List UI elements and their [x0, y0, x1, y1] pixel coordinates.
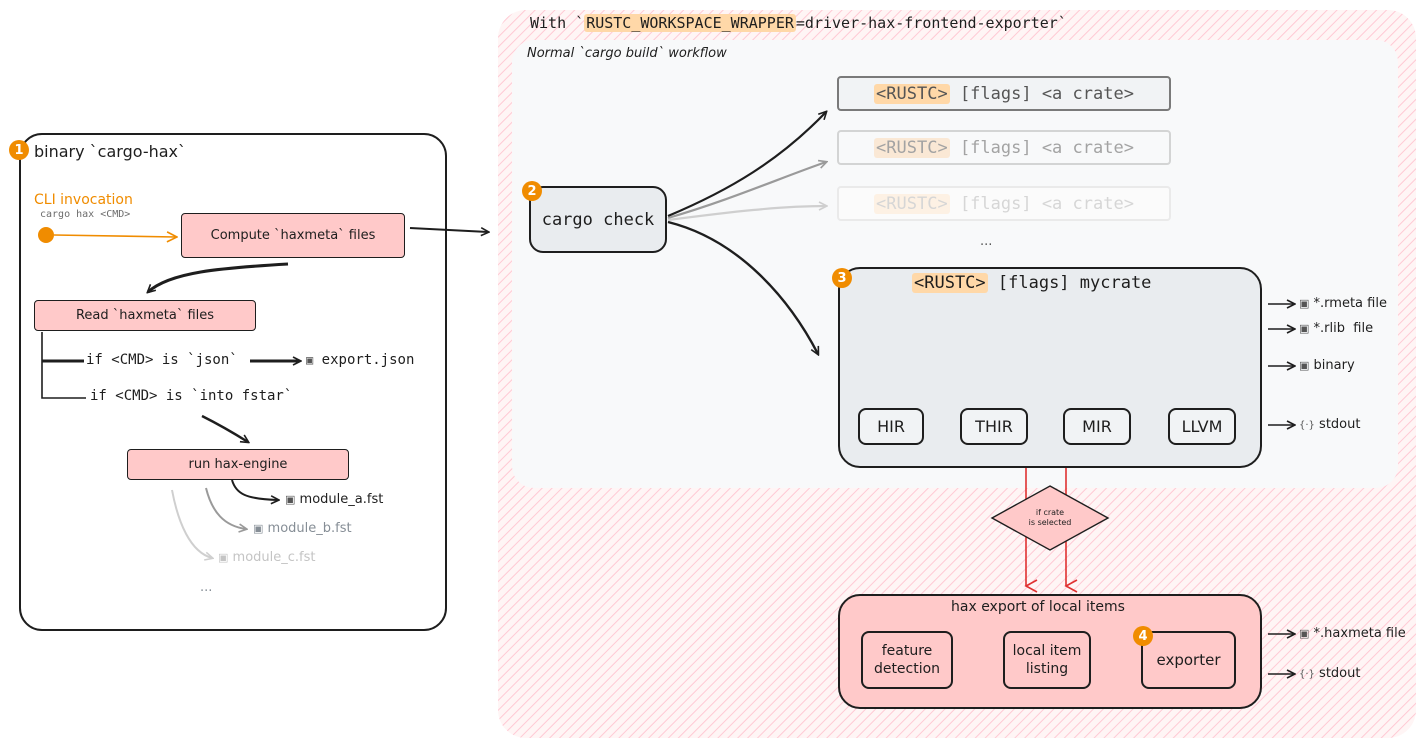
badge-4: 4	[1133, 626, 1153, 646]
badge-3: 3	[832, 268, 852, 288]
floppy-disk-icon: ▣	[253, 522, 264, 535]
wrapper-title: With `RUSTC_WORKSPACE_WRAPPER=driver-hax…	[530, 14, 1067, 32]
local-item-listing-line-1: local item	[1012, 643, 1082, 659]
if-json-label: if <CMD> is `json`	[86, 352, 238, 368]
module-a-label: module_a.fst	[299, 492, 384, 507]
normal-workflow-label: Normal `cargo build` workflow	[527, 46, 727, 61]
exporter-box: exporter	[1141, 631, 1236, 689]
cargo-hax-box	[19, 133, 447, 631]
cli-command: cargo hax <CMD>	[40, 209, 131, 220]
output-haxmeta-label: *.haxmeta file	[1313, 626, 1406, 641]
mycrate-rustc-token: <RUSTC>	[912, 273, 988, 293]
feature-detection-box: feature detection	[861, 631, 953, 689]
stage-hir: HIR	[858, 408, 924, 445]
module-a-output: ▣ module_a.fst	[285, 492, 383, 507]
output-rlib: ▣ *.rlib file	[1299, 321, 1373, 336]
wrapper-title-var: RUSTC_WORKSPACE_WRAPPER	[584, 14, 796, 32]
rustc-args-2: [flags] <a crate>	[949, 137, 1134, 158]
floppy-disk-icon: ▣	[218, 551, 229, 564]
rustc-call-3: <RUSTC> [flags] <a crate>	[837, 186, 1171, 221]
mycrate-args: [flags] mycrate	[987, 273, 1152, 293]
floppy-disk-icon: ▣	[1299, 322, 1310, 335]
rustc-token-2: <RUSTC>	[874, 137, 950, 158]
feature-detection-line-1: feature	[881, 643, 933, 659]
rustc-token-3: <RUSTC>	[874, 193, 950, 214]
output-rmeta: ▣ *.rmeta file	[1299, 296, 1387, 311]
output-haxmeta: ▣ *.haxmeta file	[1299, 626, 1406, 641]
stage-mir: MIR	[1063, 408, 1131, 445]
rustc-args-3: [flags] <a crate>	[949, 193, 1134, 214]
condition-diamond	[990, 485, 1110, 551]
local-item-listing-box: local item listing	[1003, 631, 1091, 689]
module-b-output: ▣ module_b.fst	[253, 521, 352, 536]
floppy-disk-icon: ▣	[1299, 297, 1310, 310]
output-binary-label: binary	[1313, 358, 1355, 373]
condition-line-1: if crate	[1035, 508, 1065, 517]
output-rmeta-label: *.rmeta file	[1313, 296, 1387, 311]
braces-icon: {·}	[1299, 420, 1315, 431]
wrapper-title-suffix: =driver-hax-frontend-exporter`	[795, 14, 1067, 32]
output-export-stdout-label: stdout	[1319, 666, 1361, 681]
modules-ellipsis: ...	[200, 580, 213, 595]
output-export-stdout: {·} stdout	[1299, 666, 1360, 681]
module-b-label: module_b.fst	[267, 521, 352, 536]
read-haxmeta-box: Read `haxmeta` files	[34, 300, 256, 331]
badge-2: 2	[522, 181, 542, 201]
rustc-call-2: <RUSTC> [flags] <a crate>	[837, 130, 1171, 165]
hax-export-title: hax export of local items	[951, 599, 1125, 615]
feature-detection-line-2: detection	[873, 661, 941, 677]
mycrate-title: <RUSTC> [flags] mycrate	[912, 273, 1151, 293]
output-stdout-label: stdout	[1319, 417, 1361, 432]
floppy-disk-icon: ▣	[1299, 627, 1310, 640]
module-c-output: ▣ module_c.fst	[218, 550, 316, 565]
badge-1: 1	[9, 140, 29, 160]
rustc-args-1: [flags] <a crate>	[949, 83, 1134, 104]
if-fstar-label: if <CMD> is `into fstar`	[90, 388, 293, 404]
local-item-listing-line-2: listing	[1025, 661, 1069, 677]
rustc-calls-ellipsis: ...	[980, 234, 993, 249]
braces-icon: {·}	[1299, 669, 1315, 680]
output-stdout: {·} stdout	[1299, 417, 1360, 432]
condition-line-2: is selected	[1028, 518, 1072, 527]
rustc-token-1: <RUSTC>	[874, 83, 950, 104]
cargo-check-box: cargo check	[529, 186, 667, 253]
floppy-disk-icon: ▣	[306, 353, 314, 367]
compute-haxmeta-box: Compute `haxmeta` files	[181, 213, 405, 258]
run-hax-engine-box: run hax-engine	[127, 449, 349, 480]
output-binary: ▣ binary	[1299, 358, 1355, 373]
cargo-hax-title: binary `cargo-hax`	[34, 142, 187, 161]
output-rlib-label: *.rlib file	[1313, 321, 1374, 336]
floppy-disk-icon: ▣	[285, 493, 296, 506]
stage-thir: THIR	[960, 408, 1028, 445]
module-c-label: module_c.fst	[232, 550, 316, 565]
rustc-call-1: <RUSTC> [flags] <a crate>	[837, 76, 1171, 111]
cli-invocation-label: CLI invocation	[34, 192, 133, 208]
export-json-output: ▣ export.json	[306, 352, 414, 368]
export-json-label: export.json	[321, 352, 415, 368]
stage-llvm: LLVM	[1168, 408, 1236, 445]
floppy-disk-icon: ▣	[1299, 359, 1310, 372]
wrapper-title-prefix: With `	[530, 14, 585, 32]
condition-label: if crate is selected	[1000, 508, 1100, 528]
